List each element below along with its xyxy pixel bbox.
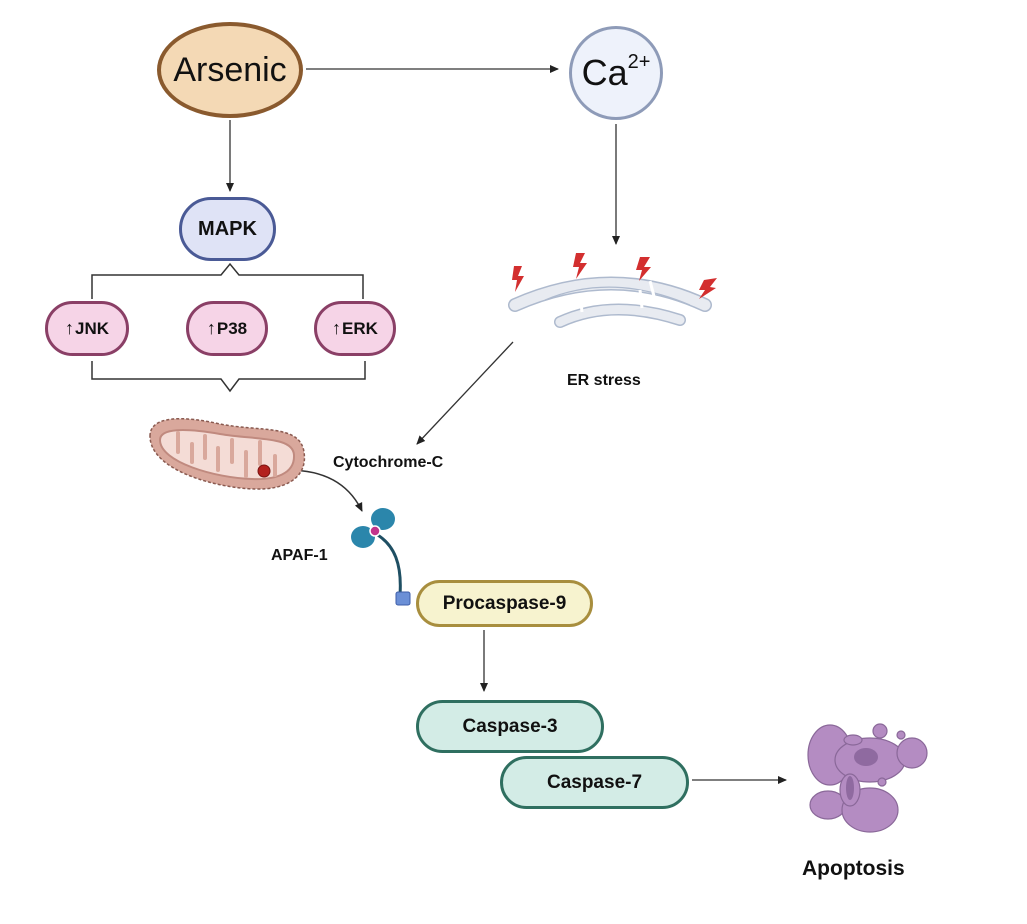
lightning-icon bbox=[699, 278, 717, 299]
caspase3-label: Caspase-3 bbox=[462, 715, 558, 737]
procaspase9-node: Procaspase-9 bbox=[416, 580, 593, 627]
mapk-label: MAPK bbox=[198, 217, 257, 240]
calcium-charge: 2+ bbox=[627, 51, 651, 73]
apoptotic-cell-icon bbox=[807, 723, 928, 833]
arrow-er-to-cytochrome bbox=[416, 341, 514, 445]
jnk-label: JNK bbox=[74, 318, 109, 338]
up-arrow-icon: ↑ bbox=[332, 318, 342, 338]
mapk-node: MAPK bbox=[179, 197, 276, 261]
erk-node: ↑ ERK bbox=[314, 301, 396, 356]
apaf1-label: APAF-1 bbox=[271, 547, 328, 564]
arsenic-label: Arsenic bbox=[173, 50, 287, 89]
lightning-bolt-icons bbox=[512, 253, 717, 299]
p38-label: P38 bbox=[216, 318, 248, 338]
apaf1-complex-icon bbox=[351, 508, 411, 606]
caspase7-label: Caspase-7 bbox=[546, 771, 643, 793]
procaspase9-label: Procaspase-9 bbox=[442, 592, 567, 614]
mapk-branch-bracket bbox=[91, 262, 364, 299]
calcium-label: Ca2+ bbox=[581, 51, 651, 94]
erk-label: ERK bbox=[342, 318, 378, 338]
caspase3-node: Caspase-3 bbox=[416, 700, 604, 753]
cytochrome-c-label: Cytochrome-C bbox=[333, 454, 444, 471]
cytochrome-c-molecule-icon bbox=[257, 464, 271, 478]
lightning-icon bbox=[512, 266, 524, 292]
lightning-icon bbox=[573, 253, 587, 279]
apoptosis-label: Apoptosis bbox=[802, 857, 905, 880]
jnk-node: ↑ JNK bbox=[45, 301, 129, 356]
calcium-symbol: Ca bbox=[581, 52, 628, 93]
calcium-node: Ca2+ bbox=[569, 26, 663, 120]
p38-node: ↑ P38 bbox=[186, 301, 268, 356]
endoplasmic-reticulum-icon bbox=[508, 276, 712, 328]
up-arrow-icon: ↑ bbox=[206, 318, 216, 338]
mitochondrion-icon bbox=[149, 417, 306, 490]
arsenic-node: Arsenic bbox=[157, 22, 303, 118]
er-stress-label: ER stress bbox=[567, 372, 641, 389]
lightning-icon bbox=[636, 257, 651, 281]
kinase-merge-bracket bbox=[91, 361, 366, 393]
card-domain-icon bbox=[395, 591, 411, 606]
up-arrow-icon: ↑ bbox=[64, 318, 74, 338]
caspase7-node: Caspase-7 bbox=[500, 756, 689, 809]
